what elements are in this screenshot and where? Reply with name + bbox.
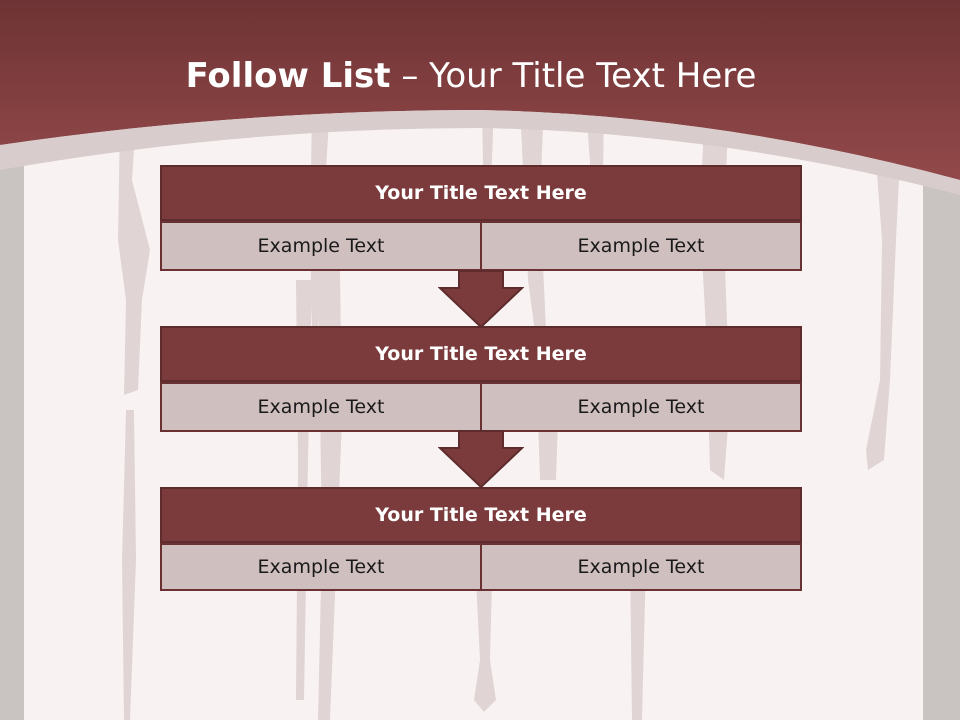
header-band xyxy=(0,0,960,195)
step-title: Your Title Text Here xyxy=(160,326,802,382)
step-box-2: Your Title Text Here Example Text Exampl… xyxy=(160,326,802,432)
step-row: Example Text Example Text xyxy=(160,382,802,432)
step-cell-left: Example Text xyxy=(160,543,482,591)
step-cell-left: Example Text xyxy=(160,382,482,432)
title-bold-part: Follow List xyxy=(185,56,391,96)
step-row: Example Text Example Text xyxy=(160,221,802,271)
down-arrow-icon xyxy=(438,270,524,328)
step-cell-right: Example Text xyxy=(482,382,802,432)
step-cell-left: Example Text xyxy=(160,221,482,271)
down-arrow-icon xyxy=(438,430,524,488)
title-rest-part: – Your Title Text Here xyxy=(390,56,757,96)
step-title: Your Title Text Here xyxy=(160,165,802,221)
step-box-1: Your Title Text Here Example Text Exampl… xyxy=(160,165,802,271)
step-cell-right: Example Text xyxy=(482,221,802,271)
step-title: Your Title Text Here xyxy=(160,487,802,543)
step-box-3: Your Title Text Here Example Text Exampl… xyxy=(160,487,802,591)
step-row: Example Text Example Text xyxy=(160,543,802,591)
step-cell-right: Example Text xyxy=(482,543,802,591)
slide-title: Follow List – Your Title Text Here xyxy=(0,56,942,96)
